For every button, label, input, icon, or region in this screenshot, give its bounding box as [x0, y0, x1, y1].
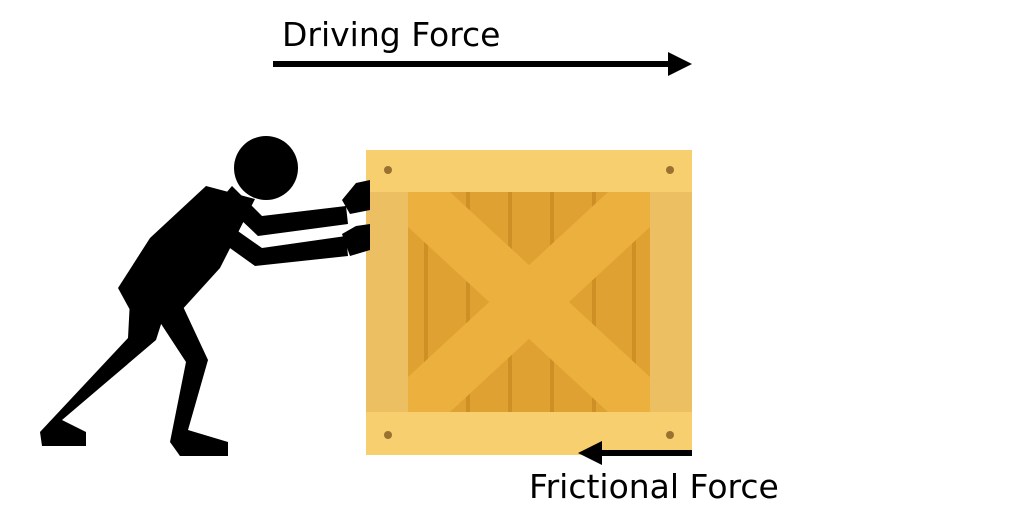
- crate-groove: [424, 192, 428, 412]
- person-upper-arm: [220, 186, 348, 236]
- person-lower-arm: [195, 210, 348, 266]
- crate-nail: [384, 166, 392, 174]
- frictional-force-label: Frictional Force: [529, 467, 779, 506]
- crate-right-post: [650, 192, 692, 412]
- wooden-crate-icon: [366, 150, 692, 455]
- person-lower-hand: [342, 224, 370, 256]
- person-pushing-icon: [40, 136, 370, 456]
- crate-left-post: [366, 192, 408, 412]
- crate-nail: [666, 166, 674, 174]
- crate-groove: [466, 192, 470, 412]
- crate-brace-diagonal-2: [408, 192, 650, 412]
- frictional-force-arrow-head: [578, 441, 602, 465]
- person-upper-hand: [342, 180, 370, 214]
- crate-nail: [384, 431, 392, 439]
- crate-cross-brace: [408, 192, 650, 412]
- frictional-force-arrow: [578, 441, 692, 465]
- crate-groove: [592, 192, 596, 412]
- driving-force-label: Driving Force: [282, 15, 501, 54]
- person-back-leg: [40, 296, 170, 446]
- driving-force-arrow-head: [668, 52, 692, 76]
- person-front-leg: [152, 300, 228, 456]
- person-torso: [118, 186, 255, 315]
- crate-nails: [384, 166, 674, 439]
- crate-nail: [666, 431, 674, 439]
- crate-groove: [632, 192, 636, 412]
- driving-force-arrow: [273, 52, 692, 76]
- person-head: [234, 136, 298, 200]
